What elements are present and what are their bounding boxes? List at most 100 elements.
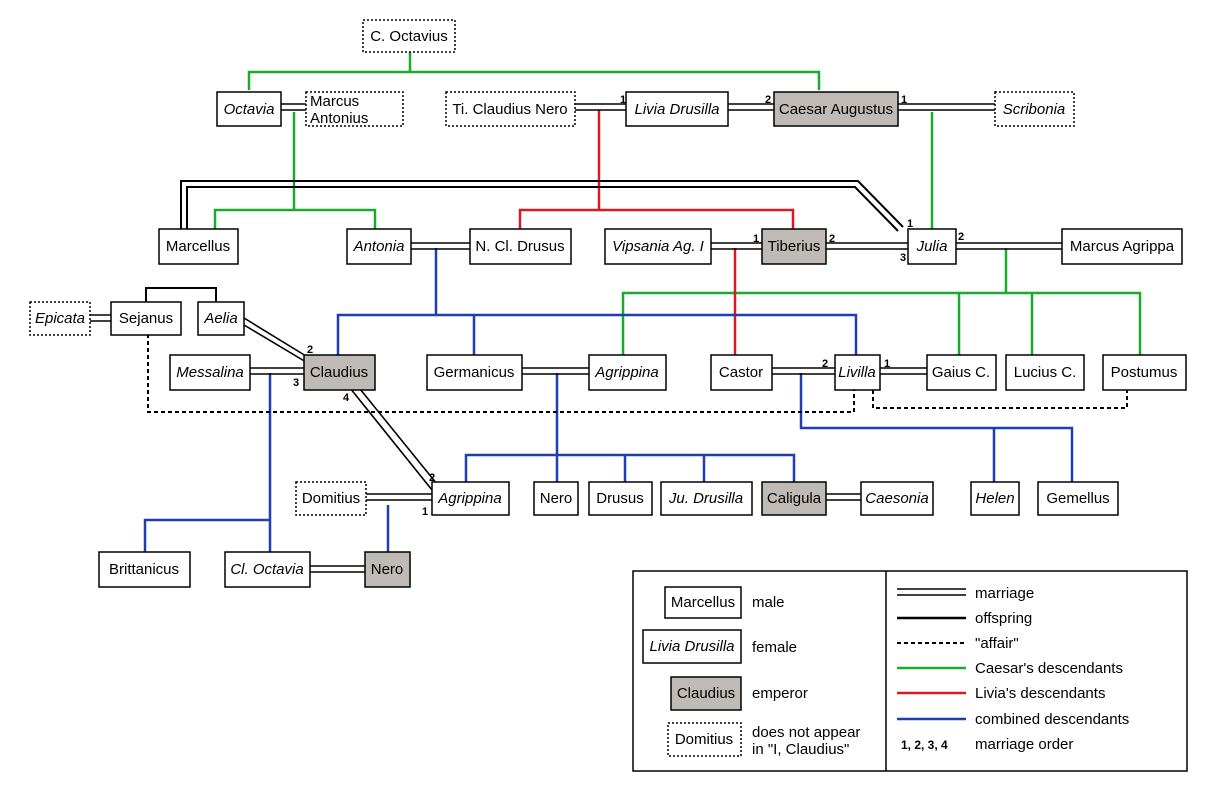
svg-text:Castor: Castor [719,364,763,381]
order-tiberius-1: 1 [753,233,759,245]
claudius-agrippina-marriage [349,383,438,491]
svg-text:Caesonia: Caesonia [865,490,928,507]
legend-combined: combined descendants [897,711,1129,728]
svg-text:does not appear: does not appear [752,724,860,741]
offspring-lines [145,180,904,302]
svg-text:Germanicus: Germanicus [434,364,515,381]
person-marcus-agrippa: Marcus Agrippa [1061,228,1183,265]
castor-livilla-marriage [772,367,835,375]
svg-text:Claudius: Claudius [310,364,368,381]
augustus-scribonia-marriage [898,103,995,111]
julia-marcellus-marriage-path [180,180,904,229]
svg-text:Caesar's descendants: Caesar's descendants [975,660,1123,677]
person-postumus: Postumus [1102,354,1187,391]
person-nero-emperor: Nero [364,551,411,588]
svg-text:C. Octavius: C. Octavius [370,28,448,45]
legend-caesar: Caesar's descendants [897,660,1123,677]
svg-text:Nero: Nero [540,490,573,507]
livilla-gaius-marriage [880,367,927,375]
order-livia-1: 1 [620,94,626,106]
order-julia-1: 1 [907,218,913,230]
order-agrippina-y-1: 1 [422,506,428,518]
svg-text:Brittanicus: Brittanicus [109,561,179,578]
svg-text:female: female [752,639,797,656]
svg-text:Caligula: Caligula [767,490,822,507]
svg-text:Cl. Octavia: Cl. Octavia [230,561,303,578]
order-claudius-4: 4 [343,392,350,404]
domitius-agrippina-marriage [366,493,432,501]
svg-text:Octavia: Octavia [224,101,275,118]
marriage-lines [90,103,1062,573]
svg-text:Lucius C.: Lucius C. [1014,364,1077,381]
person-nero-caesar: Nero [533,481,579,516]
person-cl-octavia: Cl. Octavia [224,551,311,588]
svg-text:Drusus: Drusus [596,490,644,507]
vipsania-tiberius-marriage [711,242,762,250]
person-caesonia: Caesonia [860,481,934,516]
person-gemellus: Gemellus [1037,481,1119,516]
svg-text:Caesar Augustus: Caesar Augustus [779,101,893,118]
svg-text:Domitius: Domitius [675,731,733,748]
person-caesar-augustus: Caesar Augustus [773,91,899,127]
svg-text:male: male [752,594,785,611]
svg-text:Ju. Drusilla: Ju. Drusilla [668,490,743,507]
person-helen: Helen [970,481,1020,516]
svg-text:Aelia: Aelia [203,310,237,327]
sejanus-aelia-offspring-line [145,287,217,302]
svg-text:in "I, Claudius": in "I, Claudius" [752,741,849,758]
legend-absent: Domitius does not appear in "I, Claudius… [667,722,860,758]
svg-text:N. Cl. Drusus: N. Cl. Drusus [475,238,564,255]
tiberius-julia-marriage [826,242,908,250]
person-c-octavius: C. Octavius [362,19,456,53]
marriage-order-numbers: 1 2 1 1 2 1 2 3 2 3 4 2 1 2 1 [293,94,964,518]
svg-text:Marcellus: Marcellus [671,594,735,611]
octavius-children-line [247,52,821,90]
person-antonia: Antonia [346,228,412,265]
julia-agrippa-marriage [956,242,1062,250]
person-boxes: C. Octavius Octavia Marcus Antonius Ti. … [29,19,1187,588]
messalina-claudius-marriage [250,367,304,375]
svg-text:marriage order: marriage order [975,736,1073,753]
svg-text:Agrippina: Agrippina [594,364,658,381]
person-marcellus: Marcellus [158,228,239,265]
svg-text:Gaius C.: Gaius C. [932,364,990,381]
person-n-cl-drusus: N. Cl. Drusus [469,228,572,265]
svg-text:Postumus: Postumus [1111,364,1178,381]
connector-lines [90,52,1142,573]
person-epicata: Epicata [29,301,91,336]
person-livia-drusilla: Livia Drusilla [625,91,729,127]
svg-text:offspring: offspring [975,610,1032,627]
person-germanicus: Germanicus [426,354,523,391]
person-castor: Castor [710,354,773,391]
antonia-drusus-marriage [411,242,470,250]
svg-text:Julia: Julia [916,238,948,255]
order-julia-2: 2 [958,231,964,243]
person-agrippina-elder: Agrippina [588,354,667,391]
person-scribonia: Scribonia [994,91,1075,127]
person-octavia: Octavia [216,91,282,127]
svg-text:Marcus: Marcus [310,93,359,110]
svg-text:Antonia: Antonia [353,238,405,255]
svg-text:Epicata: Epicata [35,310,85,327]
order-livia-2: 2 [765,94,771,106]
person-ti-claudius-nero: Ti. Claudius Nero [445,91,576,127]
svg-text:Ti. Claudius Nero: Ti. Claudius Nero [452,101,567,118]
svg-text:Livilla: Livilla [838,364,876,381]
livilla-postumus-affair-line [872,390,1128,409]
legend-marriage-order: 1, 2, 3, 4 marriage order [901,736,1073,753]
person-livilla: Livilla [834,354,881,391]
legend-offspring: offspring [897,610,1032,627]
legend-emperor: Claudius emperor [670,676,808,711]
person-lucius-c: Lucius C. [1005,354,1085,391]
person-gaius-c: Gaius C. [926,354,997,391]
svg-text:Livia Drusilla: Livia Drusilla [634,101,719,118]
castor-livilla-children-line [799,373,1074,482]
person-sejanus: Sejanus [110,301,182,336]
order-claudius-3: 3 [293,377,299,389]
svg-text:Sejanus: Sejanus [119,310,173,327]
sejanus-livilla-affair-line [147,334,855,413]
svg-text:Scribonia: Scribonia [1003,101,1066,118]
svg-text:Gemellus: Gemellus [1046,490,1109,507]
person-tiberius: Tiberius [761,228,827,265]
